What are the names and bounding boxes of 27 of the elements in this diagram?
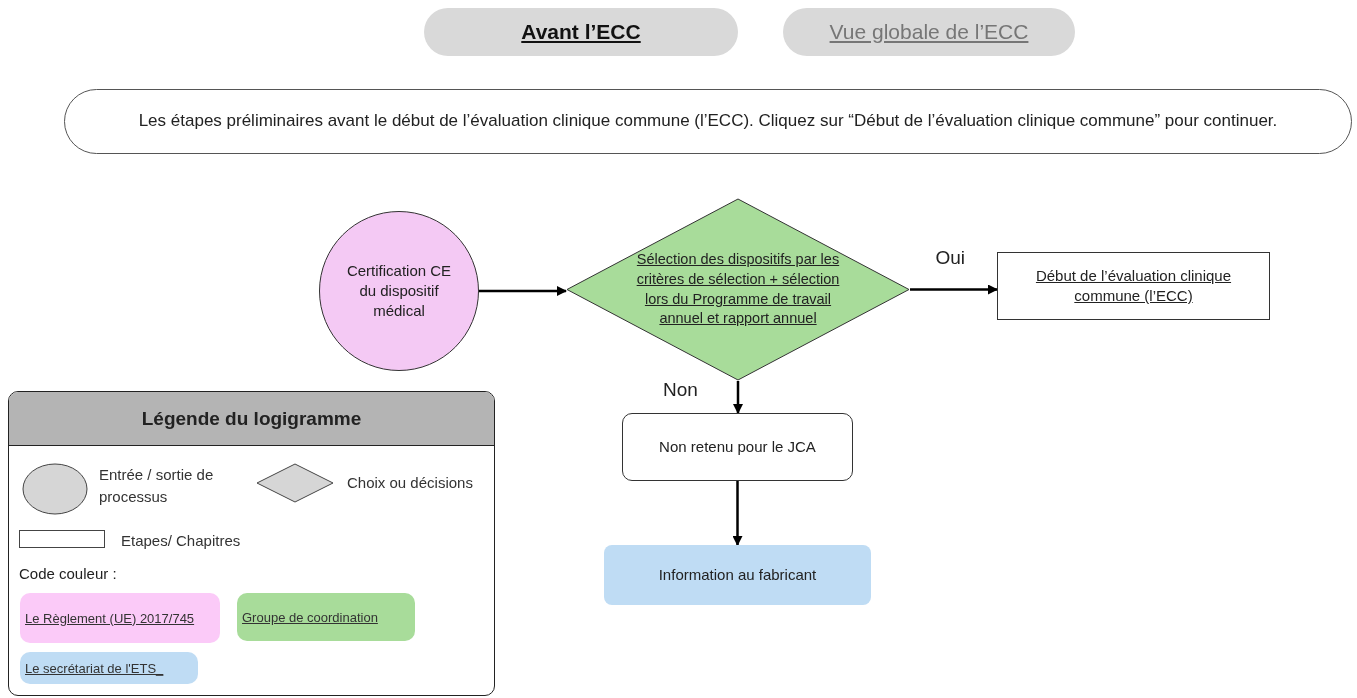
decision-diamond [566,198,910,381]
color-key-swatch: Le Règlement (UE) 2017/745 [20,593,220,643]
node-text: Les étapes préliminaires avant le début de l’évaluation clinique commune (l’ECC). Cliquez sur “Début de l’évaluation clinique commune” pour continuer. [138,110,1278,133]
node-text: Non retenu pour le JCA [659,436,816,457]
legend-subheading: Code couleur : [19,565,117,582]
arrow [733,381,743,414]
color-key-swatch: Le secrétariat de l'ETS_ [20,652,198,684]
legend-panel [8,391,495,696]
color-key-swatch: Groupe de coordination [237,593,415,641]
process-box [997,252,1270,320]
tab-label: Avant l’ECC [521,18,641,45]
legend-title: Légende du logigramme [9,392,494,446]
legend-text: Entrée / sortie de processus [99,465,215,507]
arrow [479,286,567,296]
legend-text: Choix ou décisions [347,473,474,493]
tab-button [783,8,1075,56]
legend-text: Etapes/ Chapitres [121,531,242,551]
process-box [604,545,871,605]
process-box [622,413,853,481]
node-text: Certification CE du dispositif médical [345,260,453,322]
arrow [732,481,743,546]
tab-label: Vue globale de l’ECC [829,18,1029,45]
node-text: Début de l’évaluation clinique commune (l’ECC) [1034,265,1233,306]
arrow [910,284,998,295]
node-text: Information au fabricant [658,564,817,585]
node-text: Sélection des dispositifs par les critères de sélection + sélection lors du Programme de travail annuel et rapport annuel [635,250,841,329]
tab-button [424,8,738,56]
